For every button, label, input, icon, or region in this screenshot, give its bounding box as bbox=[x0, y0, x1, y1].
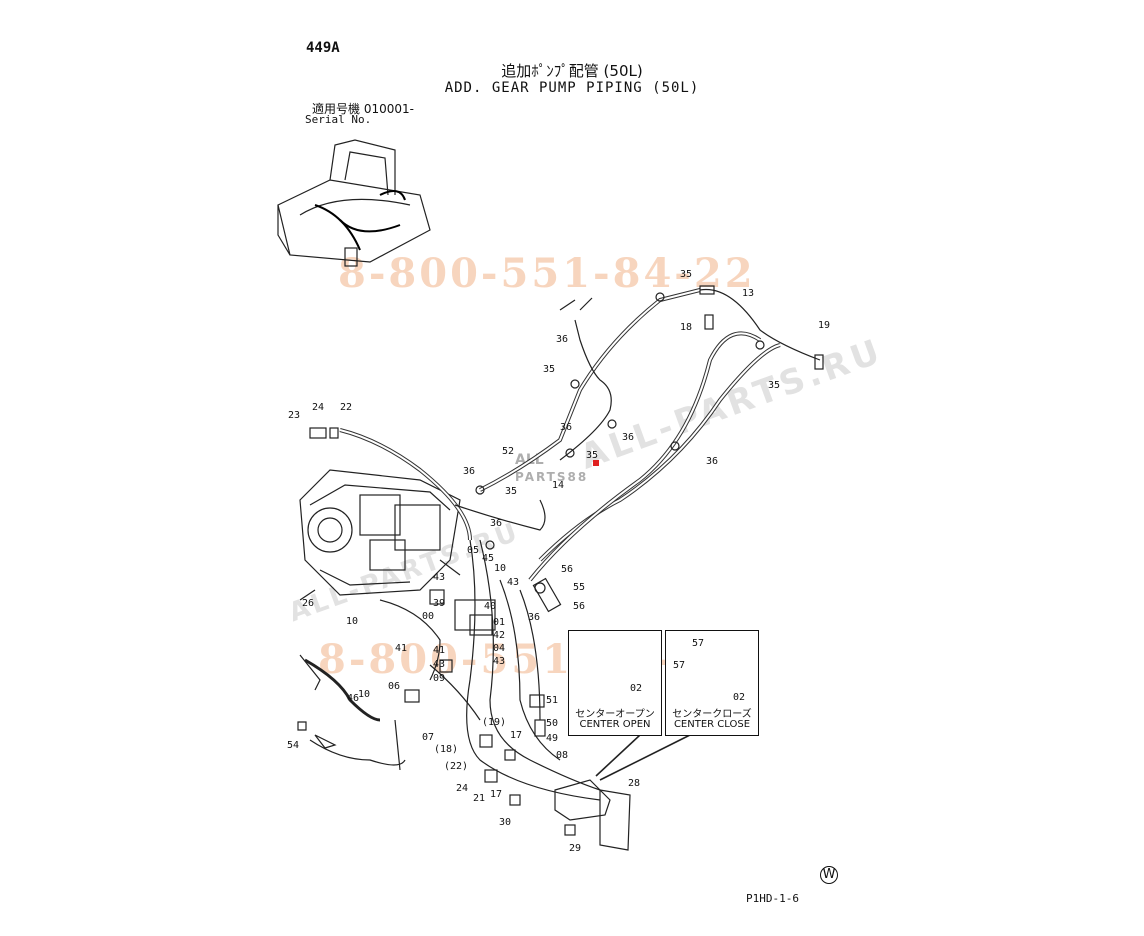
detail-center-open: センターオープン CENTER OPEN bbox=[568, 630, 662, 736]
callout-label: 24 bbox=[312, 402, 324, 413]
callout-label: 06 bbox=[388, 681, 400, 692]
watermark-brand-sub: PARTS88 bbox=[515, 470, 589, 484]
callout-label: 36 bbox=[490, 518, 502, 529]
callout-label: 13 bbox=[742, 288, 754, 299]
callout-label: 39 bbox=[433, 598, 445, 609]
page-number: 449A bbox=[306, 40, 340, 56]
callout-label: 07 bbox=[422, 732, 434, 743]
callout-label: 46 bbox=[347, 693, 359, 704]
callout-label: 24 bbox=[456, 783, 468, 794]
callout-label: (22) bbox=[444, 761, 468, 772]
detail-center-open-label-en: CENTER OPEN bbox=[579, 719, 651, 730]
callout-label: 36 bbox=[528, 612, 540, 623]
callout-label: 22 bbox=[340, 402, 352, 413]
callout-label: 10 bbox=[358, 689, 370, 700]
callout-label: 36 bbox=[463, 466, 475, 477]
callout-label: 43 bbox=[433, 659, 445, 670]
callout-label: 43 bbox=[433, 572, 445, 583]
callout-label: 29 bbox=[569, 843, 581, 854]
detail-open-part-label: 02 bbox=[630, 683, 643, 694]
gear-pump-assembly bbox=[299, 469, 461, 601]
detail-center-close-label-jp: センタークローズ bbox=[672, 709, 752, 720]
callout-label: 05 bbox=[467, 545, 479, 556]
detail-center-open-label-jp: センターオープン bbox=[575, 709, 655, 720]
callout-label: 36 bbox=[706, 456, 718, 467]
callout-label: 10 bbox=[494, 563, 506, 574]
callout-label: (18) bbox=[434, 744, 458, 755]
document-code: P1HD-1-6 bbox=[746, 892, 799, 905]
diagram-title-japanese: 追加ﾎﾟﾝﾌﾟ配管 (50L) bbox=[501, 62, 643, 80]
callout-label: 35 bbox=[543, 364, 555, 375]
red-marker bbox=[593, 460, 599, 466]
callout-label: (19) bbox=[482, 717, 506, 728]
callout-label: 08 bbox=[556, 750, 568, 761]
callout-label: 36 bbox=[622, 432, 634, 443]
callout-label: 42 bbox=[493, 630, 505, 641]
callout-label: 52 bbox=[502, 446, 514, 457]
callout-label: 41 bbox=[433, 645, 445, 656]
callout-label: 09 bbox=[433, 673, 445, 684]
callout-label: 18 bbox=[680, 322, 692, 333]
callout-label: 35 bbox=[505, 486, 517, 497]
callout-label: 01 bbox=[493, 617, 505, 628]
w-mark-icon: W bbox=[820, 866, 838, 884]
callout-label: 17 bbox=[490, 789, 502, 800]
detail-close-part-label: 02 bbox=[733, 692, 746, 703]
detail-center-close: センタークローズ CENTER CLOSE bbox=[665, 630, 759, 736]
callout-label: 54 bbox=[287, 740, 299, 751]
callout-label: 04 bbox=[493, 643, 505, 654]
callout-label: 56 bbox=[573, 601, 585, 612]
control-valve bbox=[554, 779, 631, 851]
callout-label: 36 bbox=[560, 422, 572, 433]
callout-label: 30 bbox=[499, 817, 511, 828]
callout-label: 26 bbox=[302, 598, 314, 609]
callout-label: 49 bbox=[546, 733, 558, 744]
callout-label: 21 bbox=[473, 793, 485, 804]
callout-label: 35 bbox=[768, 380, 780, 391]
callout-label: 17 bbox=[510, 730, 522, 741]
callout-label: 55 bbox=[573, 582, 585, 593]
callout-label: 35 bbox=[680, 269, 692, 280]
callout-label: 45 bbox=[482, 553, 494, 564]
callout-label: 35 bbox=[586, 450, 598, 461]
callout-label: 41 bbox=[395, 643, 407, 654]
callout-label: 43 bbox=[507, 577, 519, 588]
excavator-overview-icon bbox=[277, 139, 431, 267]
callout-label: 10 bbox=[346, 616, 358, 627]
serial-range-japanese: 適用号機 010001- bbox=[312, 102, 414, 116]
callout-label: 36 bbox=[556, 334, 568, 345]
callout-label: 28 bbox=[628, 778, 640, 789]
callout-label: 50 bbox=[546, 718, 558, 729]
callout-label: 43 bbox=[493, 656, 505, 667]
serial-label-english: Serial No. bbox=[305, 113, 372, 126]
callout-label: 14 bbox=[552, 480, 564, 491]
callout-label: 23 bbox=[288, 410, 300, 421]
callout-label: 19 bbox=[818, 320, 830, 331]
callout-label: 51 bbox=[546, 695, 558, 706]
watermark-phone: 8-800-551-84-22 bbox=[318, 636, 736, 683]
callout-label: 56 bbox=[561, 564, 573, 575]
callout-labels: 35 13 18 19 36 35 35 36 36 36 35 23 24 22 52 36 35 14 36 26… bbox=[287, 269, 830, 854]
watermark-phone: 8-800-551-84-22 bbox=[338, 250, 756, 297]
callout-label: 40 bbox=[484, 601, 496, 612]
callout-label: 00 bbox=[422, 611, 434, 622]
detail-center-close-label-en: CENTER CLOSE bbox=[673, 719, 751, 730]
detail-close-part-57-top: 57 bbox=[692, 638, 705, 649]
diagram-title-english: ADD. GEAR PUMP PIPING (50L) bbox=[444, 80, 700, 96]
detail-close-part-57-left: 57 bbox=[673, 660, 686, 671]
